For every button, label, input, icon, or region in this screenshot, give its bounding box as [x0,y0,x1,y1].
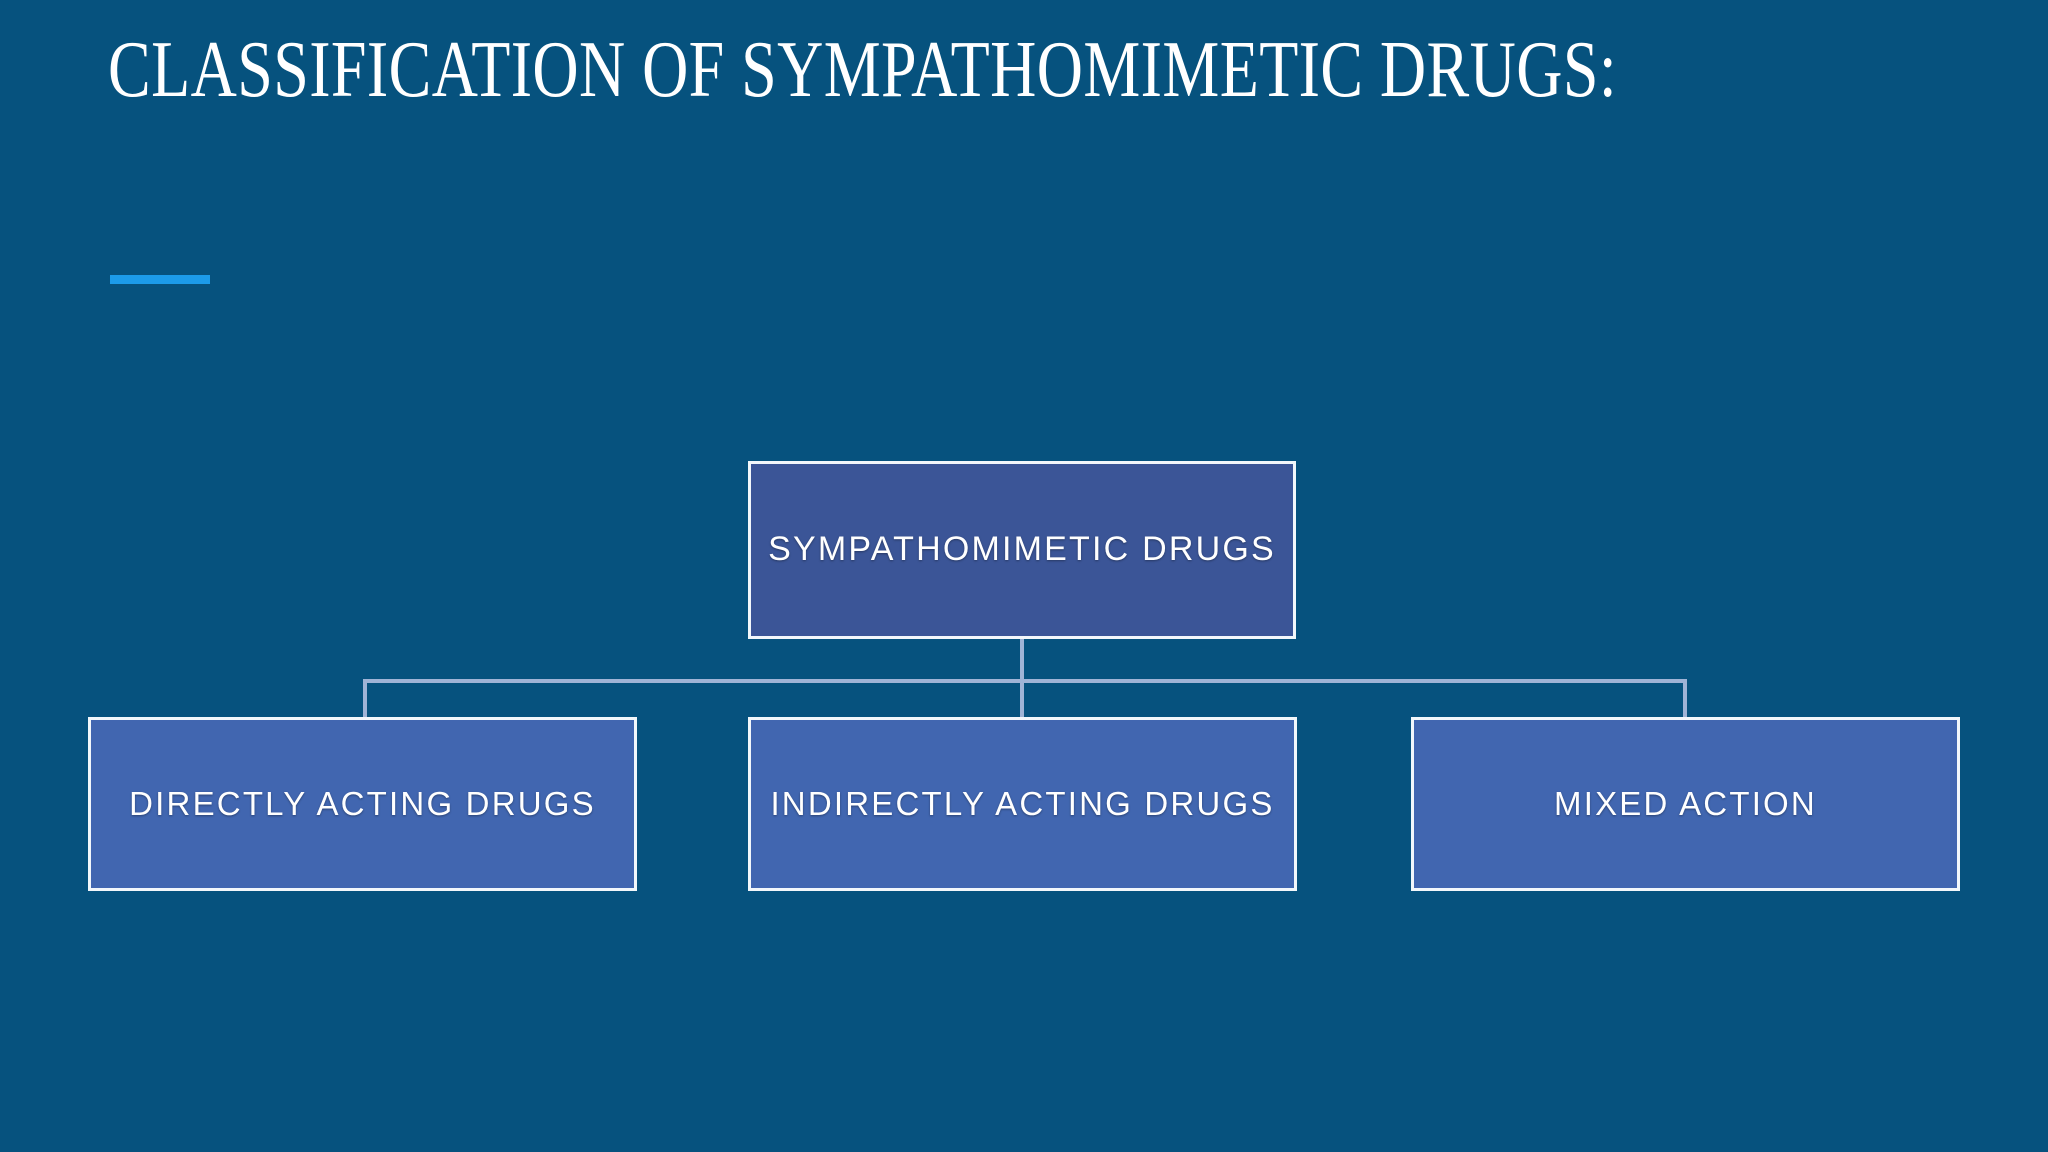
org-node-label: SYMPATHOMIMETIC DRUGS [768,530,1276,569]
title-block: CLASSIFICATION OF SYMPATHOMIMETIC DRUGS: [108,24,1868,116]
connector-horizontal-bar [363,679,1687,683]
org-node-label: MIXED ACTION [1554,784,1817,822]
connector-drop-right [1683,679,1687,718]
title-accent-bar [110,275,210,284]
org-node-sympathomimetic-drugs[interactable]: SYMPATHOMIMETIC DRUGS [748,461,1296,639]
org-node-mixed-action[interactable]: MIXED ACTION [1411,717,1960,891]
org-node-directly-acting-drugs[interactable]: DIRECTLY ACTING DRUGS [88,717,637,891]
connector-drop-left [363,679,367,718]
org-node-label: INDIRECTLY ACTING DRUGS [770,784,1275,822]
org-node-label: DIRECTLY ACTING DRUGS [129,784,596,822]
page-title: CLASSIFICATION OF SYMPATHOMIMETIC DRUGS: [108,26,1617,114]
connector-drop-middle [1020,679,1024,718]
org-node-indirectly-acting-drugs[interactable]: INDIRECTLY ACTING DRUGS [748,717,1297,891]
connector-root-stem [1020,639,1024,683]
